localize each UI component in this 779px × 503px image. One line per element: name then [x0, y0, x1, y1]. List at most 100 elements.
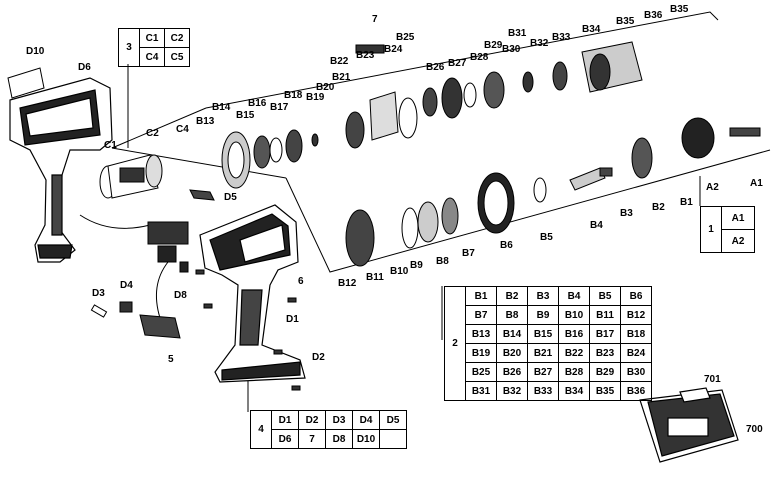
label-plate-d10	[7, 67, 45, 99]
callout-b2: B2	[652, 202, 665, 213]
callout-701: 701	[704, 374, 721, 385]
table-cell: B31	[465, 381, 497, 401]
callout-d5: D5	[224, 192, 237, 203]
terminal-5	[139, 314, 181, 339]
table-cell: B17	[589, 324, 621, 344]
motor-c1	[99, 154, 163, 199]
parts-table-group-4: 4 D1 D2 D3 D4 D5 D6 7 D8 D10	[250, 410, 407, 449]
table-cell: B2	[496, 286, 528, 306]
part-d5	[189, 189, 215, 201]
callout-b31: B31	[508, 28, 527, 39]
callout-b36: B36	[644, 10, 663, 21]
callout-b34: B34	[582, 24, 601, 35]
parts-table-group-1: 1 A1 A2	[700, 206, 755, 253]
table-cell: B1	[465, 286, 497, 306]
callout-b26: B26	[426, 62, 445, 73]
gearbox-lower-row	[345, 117, 761, 267]
table-cell: B27	[527, 362, 559, 382]
table-cell: B21	[527, 343, 559, 363]
callout-d10: D10	[26, 46, 45, 57]
callout-b3: B3	[620, 208, 633, 219]
callout-b11: B11	[366, 272, 384, 283]
callout-b21: B21	[332, 72, 351, 83]
table-cell: C1	[139, 28, 165, 48]
table-cell: B29	[589, 362, 621, 382]
callout-c1: C1	[104, 140, 117, 151]
callout-d3: D3	[92, 288, 105, 299]
callout-b9: B9	[410, 260, 423, 271]
table-cell: C4	[139, 47, 165, 67]
housing-right-6	[199, 204, 306, 383]
table-cell: B3	[527, 286, 559, 306]
group-id: 4	[250, 410, 272, 449]
callout-b13: B13	[196, 116, 215, 127]
parts-table-group-2: 2 B1 B2 B3 B4 B5 B6 B7 B8 B9 B10 B11 B12…	[444, 286, 652, 401]
callout-b24: B24	[384, 44, 403, 55]
housing-left-d6	[9, 77, 113, 263]
callout-b17: B17	[270, 102, 289, 113]
callout-b27: B27	[448, 58, 467, 69]
callout-b7: B7	[462, 248, 475, 259]
callout-b6: B6	[500, 240, 513, 251]
callout-b20: B20	[316, 82, 335, 93]
carry-case-700	[639, 387, 739, 463]
table-cell: B10	[558, 305, 590, 325]
parts-table-group-3: 3 C1 C2 C4 C5	[118, 28, 190, 67]
table-cell: B13	[465, 324, 497, 344]
table-cell: B33	[527, 381, 559, 401]
callout-b16: B16	[248, 98, 267, 109]
callout-b18: B18	[284, 90, 303, 101]
table-cell: B23	[589, 343, 621, 363]
callout-b30: B30	[502, 44, 521, 55]
callout-b8: B8	[436, 256, 449, 267]
table-cell: B22	[558, 343, 590, 363]
table-cell: D10	[352, 429, 380, 449]
table-cell: B28	[558, 362, 590, 382]
callout-b35-right: B35	[670, 4, 689, 15]
table-cell: B4	[558, 286, 590, 306]
group-id: 2	[444, 286, 466, 401]
table-cell: B11	[589, 305, 621, 325]
callout-a2: A2	[706, 182, 719, 193]
table-cell: B25	[465, 362, 497, 382]
callout-b32: B32	[530, 38, 549, 49]
table-cell: B5	[589, 286, 621, 306]
table-cell: B26	[496, 362, 528, 382]
table-cell: C2	[164, 28, 190, 48]
switch-assembly-d8	[79, 214, 189, 319]
table-cell: A2	[721, 229, 755, 253]
table-cell: B18	[620, 324, 652, 344]
callout-6: 6	[298, 276, 304, 287]
callout-5: 5	[168, 354, 174, 365]
callout-b12: B12	[338, 278, 357, 289]
gearbox-upper-right	[422, 41, 643, 119]
callout-c2: C2	[146, 128, 159, 139]
group-id: 3	[118, 28, 140, 67]
callout-d1: D1	[286, 314, 299, 325]
callout-b29: B29	[484, 40, 503, 51]
callout-d2: D2	[312, 352, 325, 363]
callout-b14: B14	[212, 102, 231, 113]
callout-c4: C4	[176, 124, 189, 135]
callout-b4: B4	[590, 220, 603, 231]
table-cell	[379, 429, 407, 449]
table-cell: D5	[379, 410, 407, 430]
callout-b1: B1	[680, 197, 693, 208]
table-cell: B14	[496, 324, 528, 344]
callout-b10: B10	[390, 266, 409, 277]
table-cell: D4	[352, 410, 380, 430]
table-cell: B8	[496, 305, 528, 325]
table-cell: A1	[721, 206, 755, 230]
table-cell: B34	[558, 381, 590, 401]
callout-b33: B33	[552, 32, 571, 43]
table-cell: B15	[527, 324, 559, 344]
callout-d4: D4	[120, 280, 133, 291]
table-cell: B32	[496, 381, 528, 401]
table-cell: 7	[298, 429, 326, 449]
table-cell: B35	[589, 381, 621, 401]
table-cell: C5	[164, 47, 190, 67]
gearbox-upper-row	[221, 44, 418, 189]
callout-700: 700	[746, 424, 763, 435]
table-cell: B24	[620, 343, 652, 363]
